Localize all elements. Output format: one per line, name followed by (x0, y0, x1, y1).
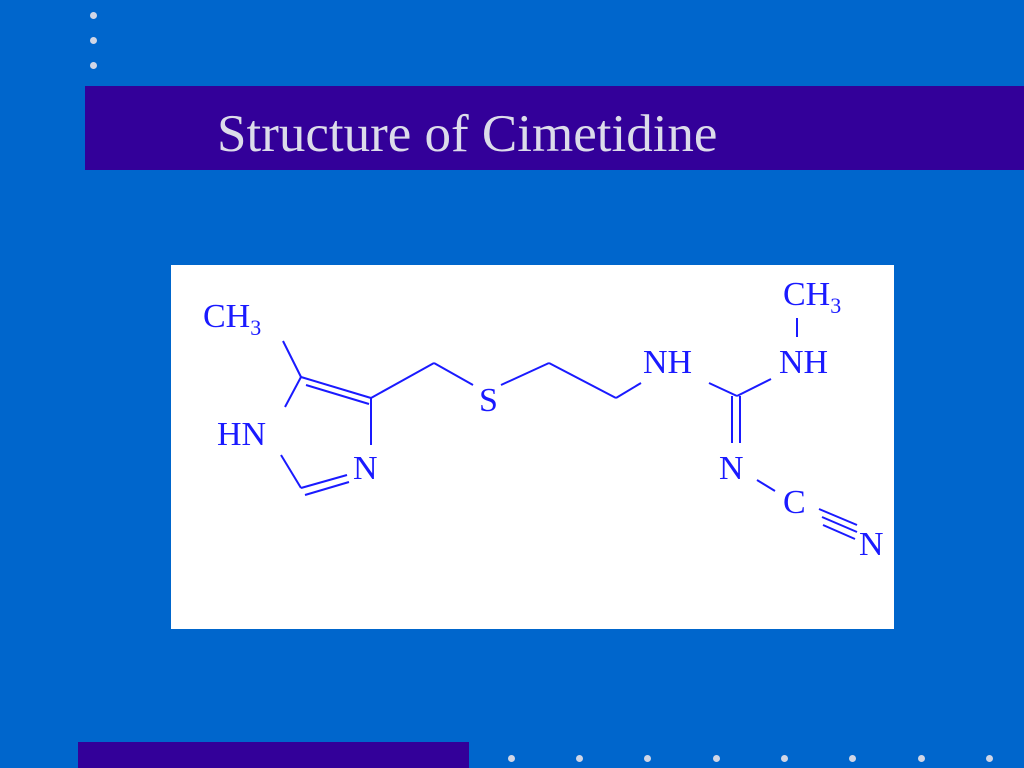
decorative-dot (781, 755, 788, 762)
bond-ch2-nh (615, 382, 642, 399)
bond-nh-c (708, 382, 738, 397)
decorative-dot (644, 755, 651, 762)
atom-ch3-left-subscript: 3 (250, 315, 261, 340)
decorative-dots-top (90, 12, 98, 87)
bond-hn-c2 (280, 454, 302, 489)
bond-c-n-triple-2 (821, 516, 858, 533)
atom-hn: HN (217, 416, 266, 453)
footer-bar (78, 742, 469, 768)
bond-c4-ch2 (370, 362, 435, 399)
bond-ch3-c5 (282, 340, 302, 378)
bond-c5-hn (284, 376, 302, 408)
slide-title: Structure of Cimetidine (217, 105, 718, 163)
bond-c5-c4-double (305, 384, 370, 405)
decorative-dot (508, 755, 515, 762)
decorative-dot (849, 755, 856, 762)
atom-nh-left: NH (643, 344, 692, 381)
atom-c-nitrile: C (783, 484, 806, 521)
cimetidine-structure-diagram: CH3 HN N S NH NH CH3 N C N (203, 276, 884, 563)
atom-n-ring: N (353, 450, 378, 487)
decorative-dot (713, 755, 720, 762)
atom-ch3-right-subscript: 3 (830, 293, 841, 318)
decorative-dot (918, 755, 925, 762)
bond-s-ch2 (500, 362, 550, 386)
atom-n-imine: N (719, 450, 744, 487)
bond-c5-c4 (300, 376, 372, 399)
structure-figure: CH3 HN N S NH NH CH3 N C N (171, 265, 894, 629)
bond-ch2-s (433, 362, 474, 386)
title-bar: Structure of Cimetidine (85, 86, 1024, 170)
atom-ch3-right: CH3 (783, 276, 841, 318)
atom-s: S (479, 382, 498, 419)
atom-ch3-left-text: CH (203, 298, 250, 335)
atom-ch3-right-text: CH (783, 276, 830, 313)
decorative-dot (576, 755, 583, 762)
bond-c-n-triple-3 (822, 524, 856, 540)
bond-c2-n3 (300, 474, 348, 489)
decorative-dots-bottom (508, 755, 1008, 763)
decorative-dot (90, 62, 97, 69)
bond-n-c (756, 479, 776, 492)
atom-n-nitrile: N (859, 526, 884, 563)
decorative-dot (90, 12, 97, 19)
bond-c2-n3-double (304, 481, 350, 496)
bond-ch2-ch2 (548, 362, 617, 399)
atom-ch3-left: CH3 (203, 298, 261, 340)
atom-nh-right: NH (779, 344, 828, 381)
bond-c-nh (736, 378, 772, 397)
bond-c-n-triple-1 (818, 508, 858, 526)
decorative-dot (986, 755, 993, 762)
bonds (280, 318, 858, 540)
decorative-dot (90, 37, 97, 44)
